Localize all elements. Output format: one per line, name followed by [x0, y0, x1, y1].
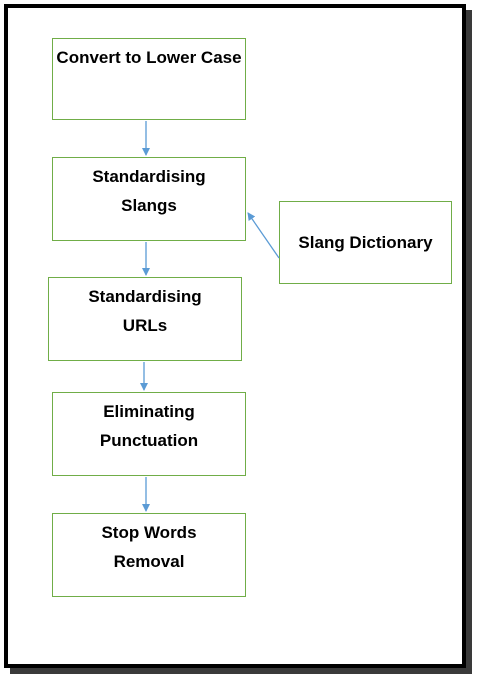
step-label: Convert to Lower Case	[56, 48, 242, 67]
step-convert-to-lower-case: Convert to Lower Case	[52, 38, 246, 120]
step-label: Standardising URLs	[88, 287, 202, 335]
step-label: Eliminating Punctuation	[99, 402, 199, 450]
step-standardising-urls: Standardising URLs	[48, 277, 242, 361]
side-label: Slang Dictionary	[298, 233, 433, 252]
step-stop-words-removal: Stop Words Removal	[52, 513, 246, 597]
step-eliminating-punctuation: Eliminating Punctuation	[52, 392, 246, 476]
step-standardising-slangs: Standardising Slangs	[52, 157, 246, 241]
slang-dictionary-box: Slang Dictionary	[279, 201, 452, 284]
step-label: Standardising Slangs	[92, 167, 206, 215]
step-label: Stop Words Removal	[101, 523, 197, 571]
